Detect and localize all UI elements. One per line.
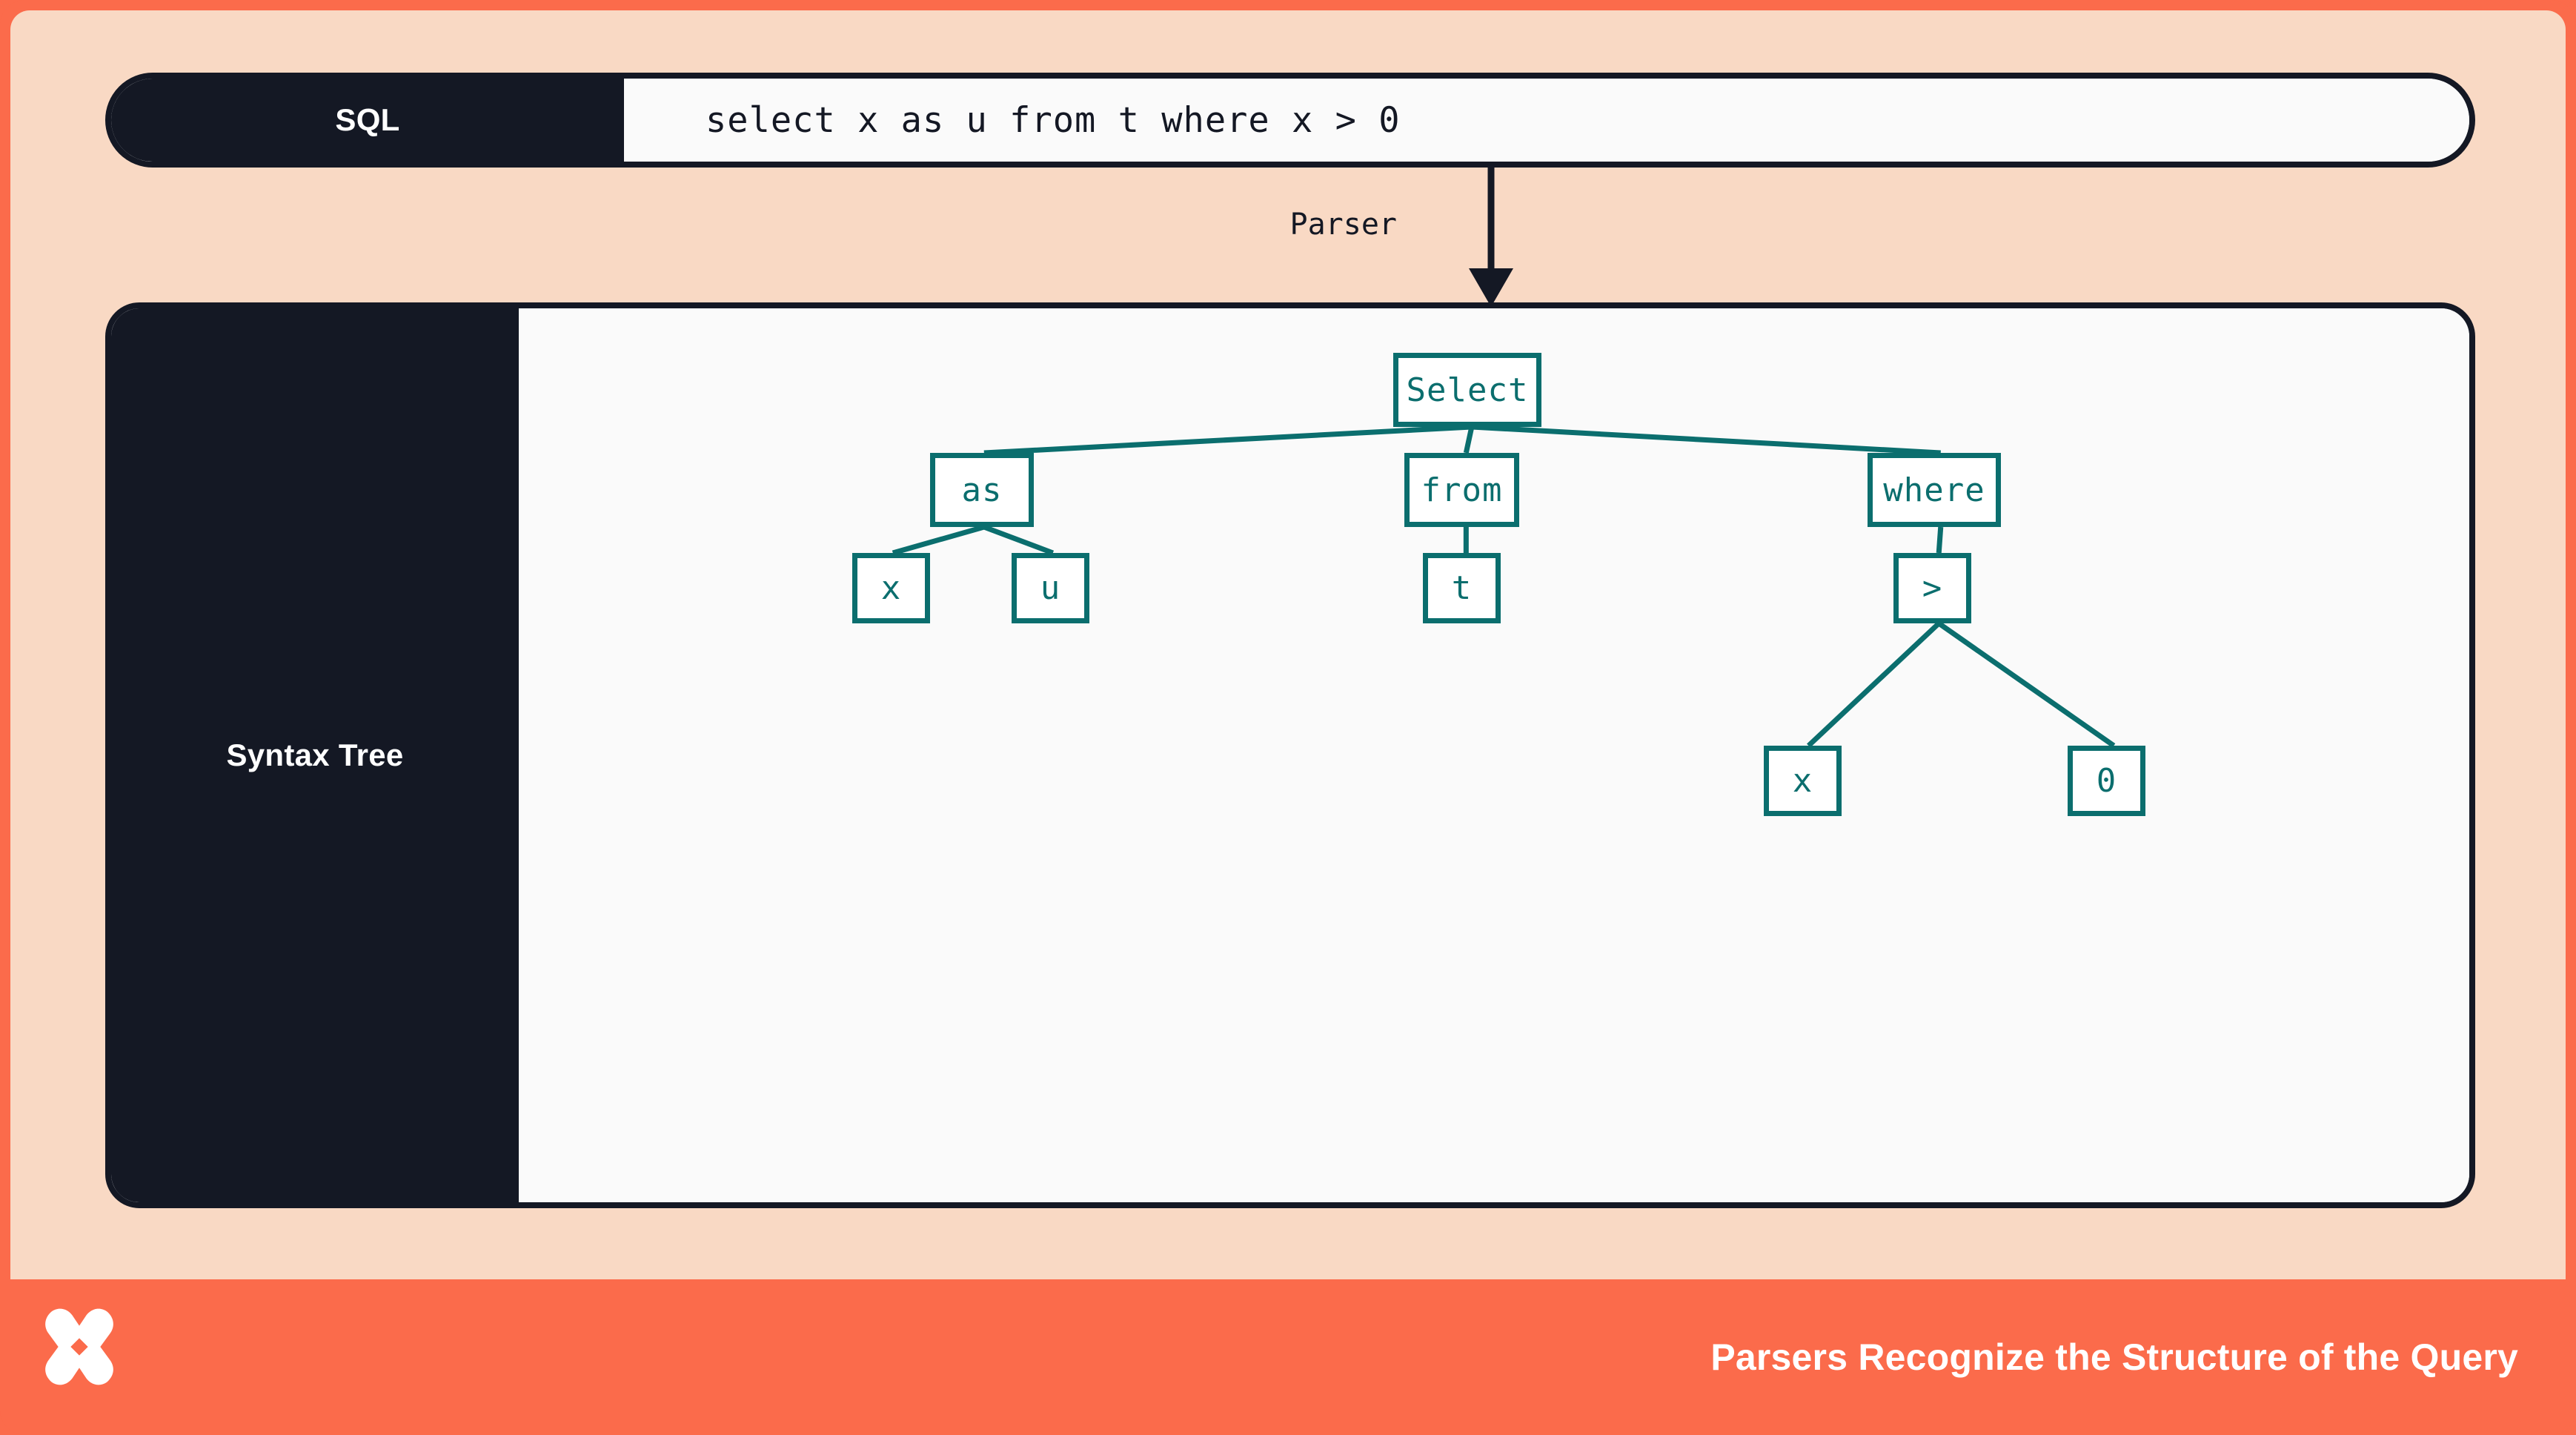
tree-node-label: u (1040, 569, 1061, 607)
tree-node-zero[interactable]: 0 (2068, 746, 2145, 816)
syntax-tree-label: Syntax Tree (111, 308, 519, 1202)
tree-edge (1937, 621, 2116, 748)
tree-edge (892, 524, 985, 556)
tree-node-label: from (1421, 471, 1503, 509)
tree-node-label: x (1792, 762, 1813, 800)
sql-query-text[interactable]: select x as u from t where x > 0 (624, 79, 2469, 162)
tree-edge (983, 524, 1055, 556)
tree-node-label: 0 (2096, 762, 2117, 800)
sql-label: SQL (111, 79, 624, 162)
tree-node-x2[interactable]: x (1764, 746, 1842, 816)
tree-node-label: Select (1406, 371, 1529, 409)
tree-edge (1471, 424, 1941, 456)
tree-edge (983, 424, 1473, 456)
syntax-tree-panel: Syntax Tree Select as from where x u t > x 0 (105, 302, 2475, 1208)
x-star-logo-icon (45, 1308, 113, 1385)
tree-node-label: where (1883, 471, 1985, 509)
tree-node-x1[interactable]: x (852, 553, 930, 623)
tree-node-label: > (1922, 569, 1943, 607)
sql-input-row[interactable]: SQL select x as u from t where x > 0 (105, 73, 2475, 168)
tree-node-gt[interactable]: > (1893, 553, 1971, 623)
tree-node-u[interactable]: u (1012, 553, 1089, 623)
tree-edge (1463, 426, 1475, 454)
tree-node-label: x (880, 569, 902, 607)
parser-transform: Parser (1260, 165, 1571, 308)
arrow-down-icon (1469, 165, 1513, 307)
syntax-tree-canvas: Select as from where x u t > x 0 (519, 308, 2469, 1202)
tree-node-label: as (961, 471, 1003, 509)
tree-node-as[interactable]: as (930, 453, 1034, 527)
footer-caption: Parsers Recognize the Structure of the Q… (1710, 1336, 2518, 1378)
tree-edges (892, 424, 2116, 748)
tree-node-where[interactable]: where (1868, 453, 2001, 527)
tree-edge (1936, 526, 1944, 554)
tree-node-t[interactable]: t (1423, 553, 1501, 623)
tree-node-label: t (1451, 569, 1473, 607)
parser-label: Parser (1289, 208, 1398, 242)
tree-node-from[interactable]: from (1404, 453, 1519, 527)
footer-bar: Parsers Recognize the Structure of the Q… (0, 1279, 2576, 1435)
tree-node-select[interactable]: Select (1393, 353, 1541, 427)
tree-edge (1807, 621, 1941, 748)
